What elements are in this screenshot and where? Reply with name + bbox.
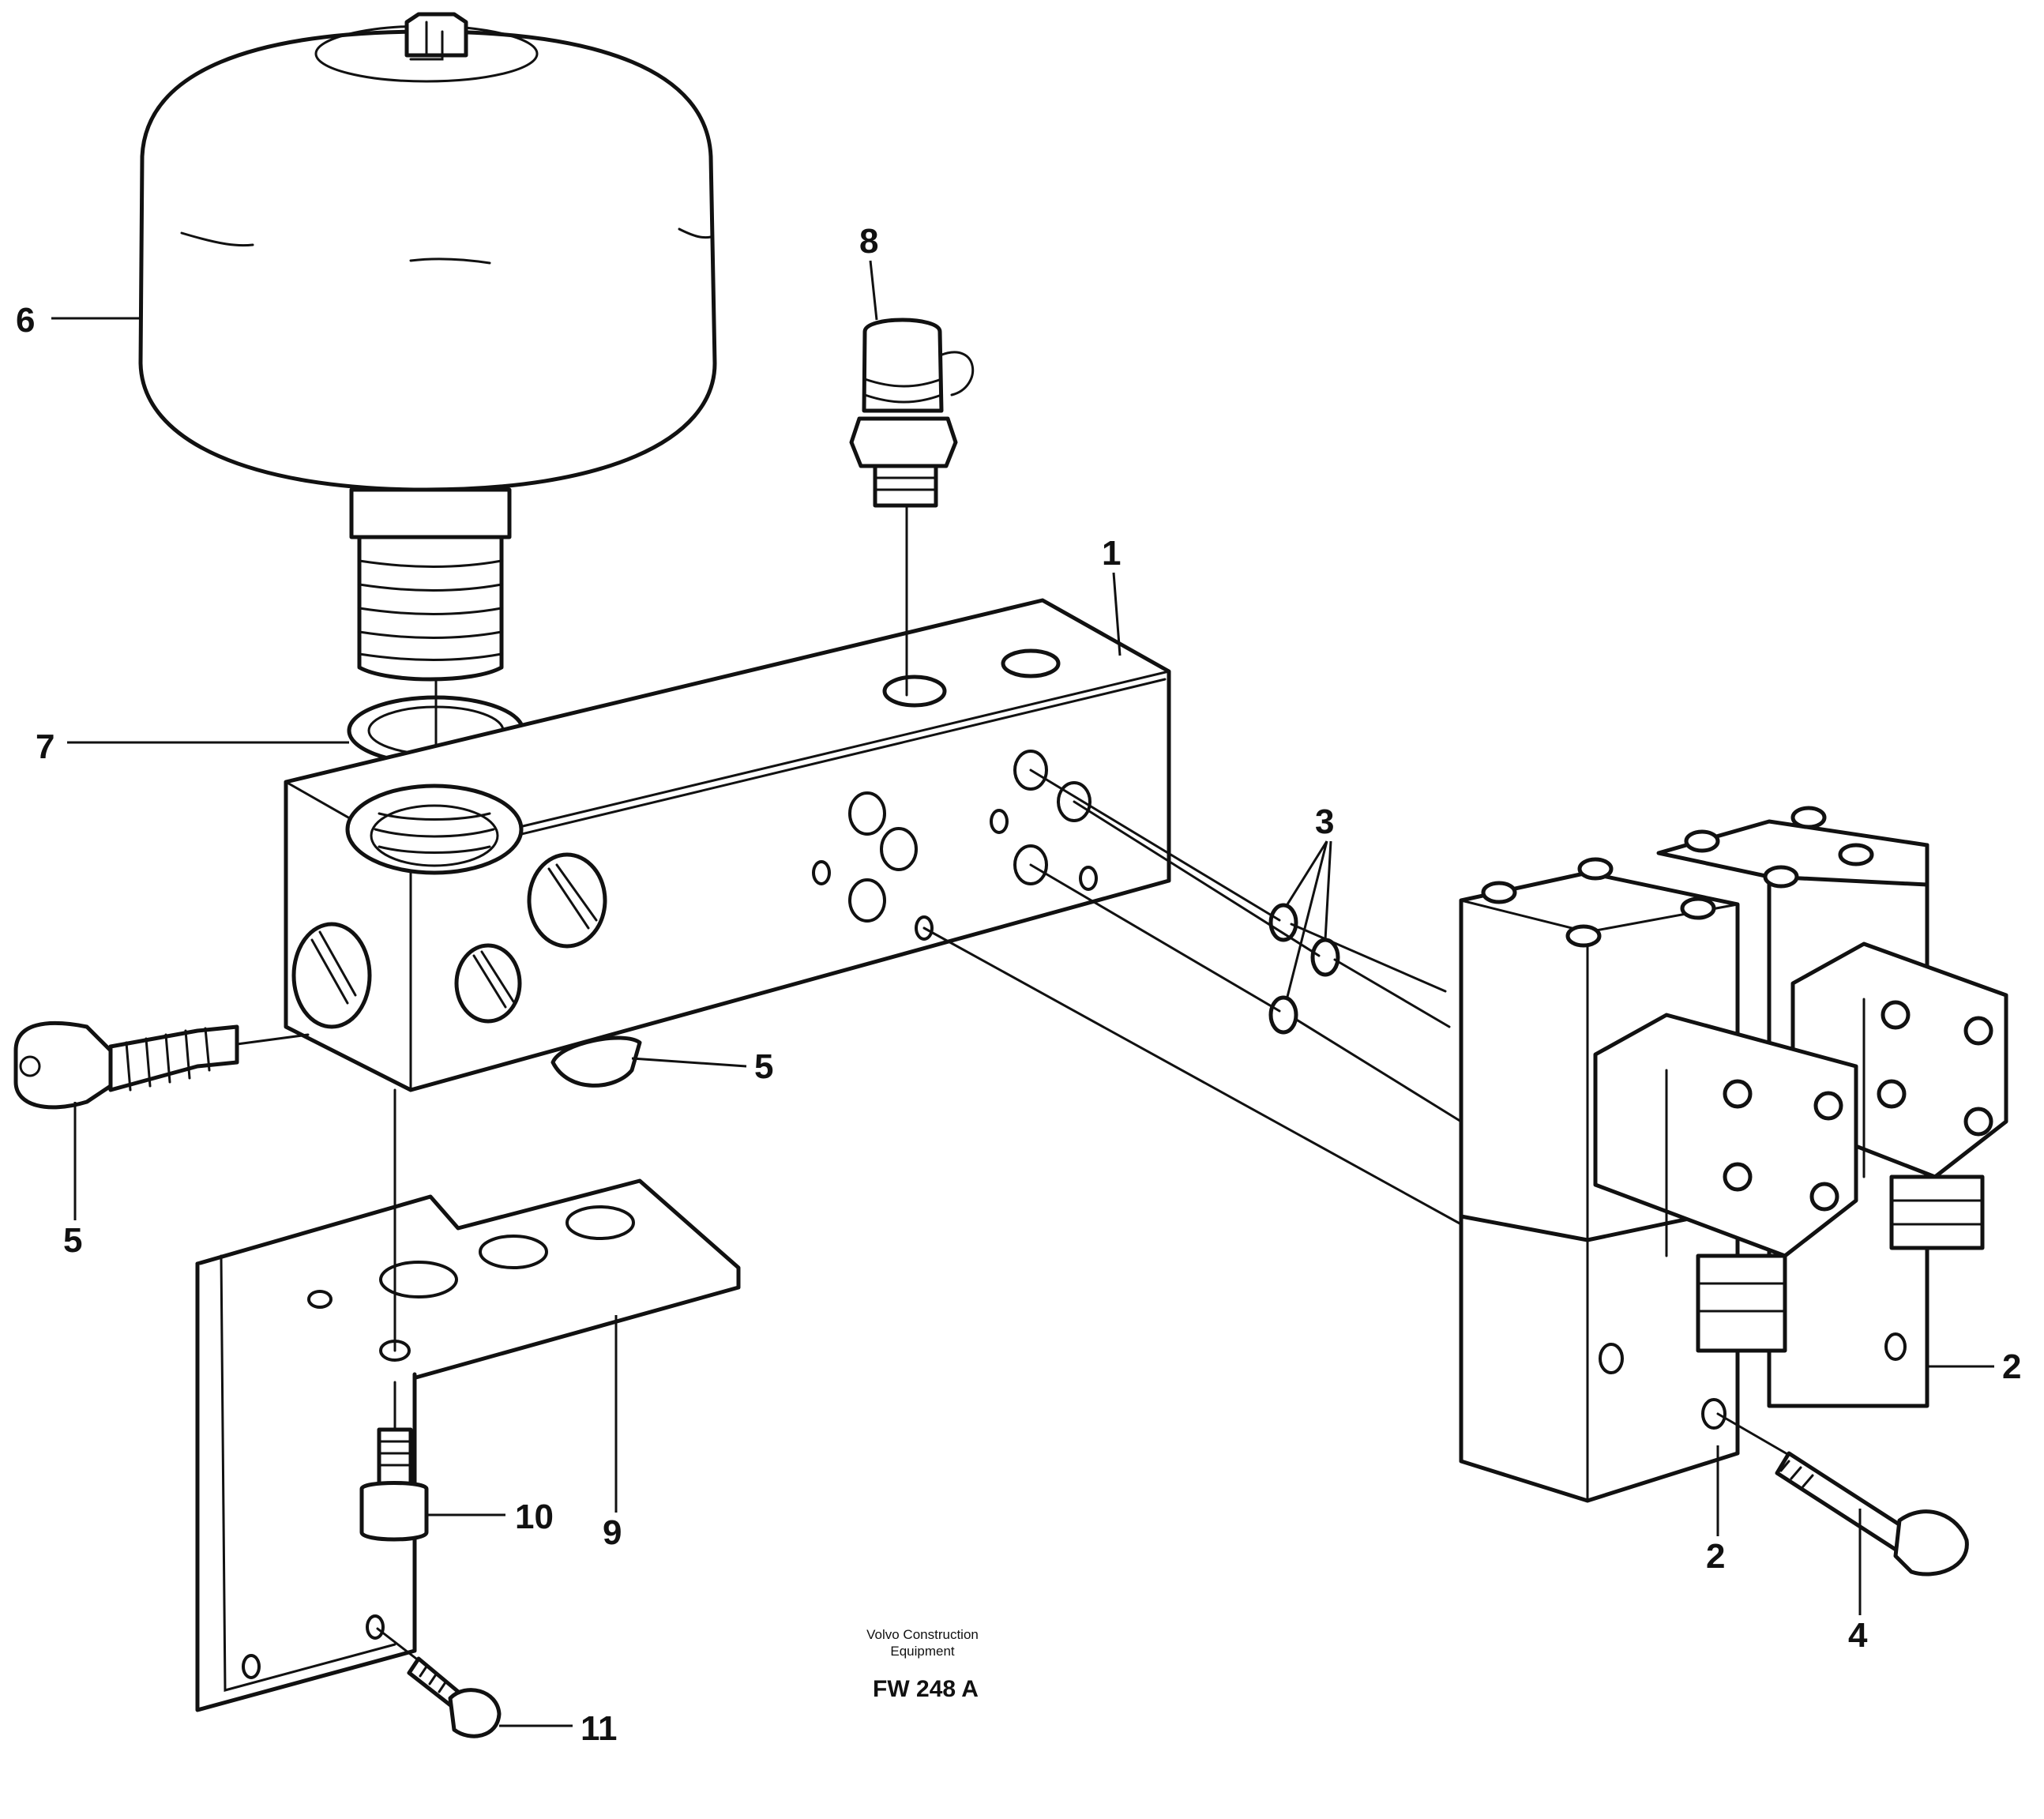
callout-4: 4 xyxy=(1848,1509,1868,1655)
brand-line-1: Volvo Construction xyxy=(866,1627,979,1642)
callout-5-block: 5 xyxy=(631,1047,773,1086)
screw-part-10 xyxy=(359,1381,429,1542)
callout-label: 8 xyxy=(859,222,878,261)
callout-11: 11 xyxy=(499,1709,618,1748)
callout-9: 9 xyxy=(603,1315,622,1552)
callout-label: 1 xyxy=(1102,534,1121,573)
callout-3: 3 xyxy=(1286,802,1334,998)
plug-part-5-side xyxy=(13,1021,310,1110)
bracket-part-9 xyxy=(195,1088,741,1712)
brand-line-2: Equipment xyxy=(890,1644,955,1659)
callout-label: 6 xyxy=(16,301,35,340)
valve-block-part-1 xyxy=(284,598,1171,1092)
callout-1: 1 xyxy=(1102,534,1122,656)
callout-label: 9 xyxy=(603,1513,622,1552)
callout-label: 4 xyxy=(1848,1616,1868,1655)
callout-10: 10 xyxy=(426,1498,554,1536)
callout-6: 6 xyxy=(16,301,142,340)
callout-label: 10 xyxy=(515,1498,554,1536)
drawing-footer: Volvo Construction Equipment FW 248 A xyxy=(866,1627,979,1702)
callout-2-right: 2 xyxy=(1927,1347,2021,1386)
solenoid-valves-part-2 xyxy=(1459,806,2008,1503)
callout-label: 11 xyxy=(581,1709,618,1748)
callout-label: 3 xyxy=(1315,802,1334,841)
sensor-part-8 xyxy=(849,318,975,697)
o-rings-part-3 xyxy=(922,769,1463,1226)
drawing-code: FW 248 A xyxy=(873,1676,979,1702)
callout-label: 2 xyxy=(1706,1537,1725,1576)
callout-label: 5 xyxy=(63,1221,82,1260)
callout-label: 7 xyxy=(36,727,54,766)
accumulator-part-6 xyxy=(138,12,717,682)
callout-label: 5 xyxy=(754,1047,773,1086)
callout-label: 2 xyxy=(2002,1347,2021,1386)
screw-part-11 xyxy=(376,1627,502,1738)
callout-7: 7 xyxy=(36,727,349,766)
callout-5-plug: 5 xyxy=(63,1102,82,1260)
callout-2-bottom: 2 xyxy=(1706,1445,1725,1576)
bolt-part-4 xyxy=(1716,1412,1969,1577)
callout-8: 8 xyxy=(859,222,878,321)
